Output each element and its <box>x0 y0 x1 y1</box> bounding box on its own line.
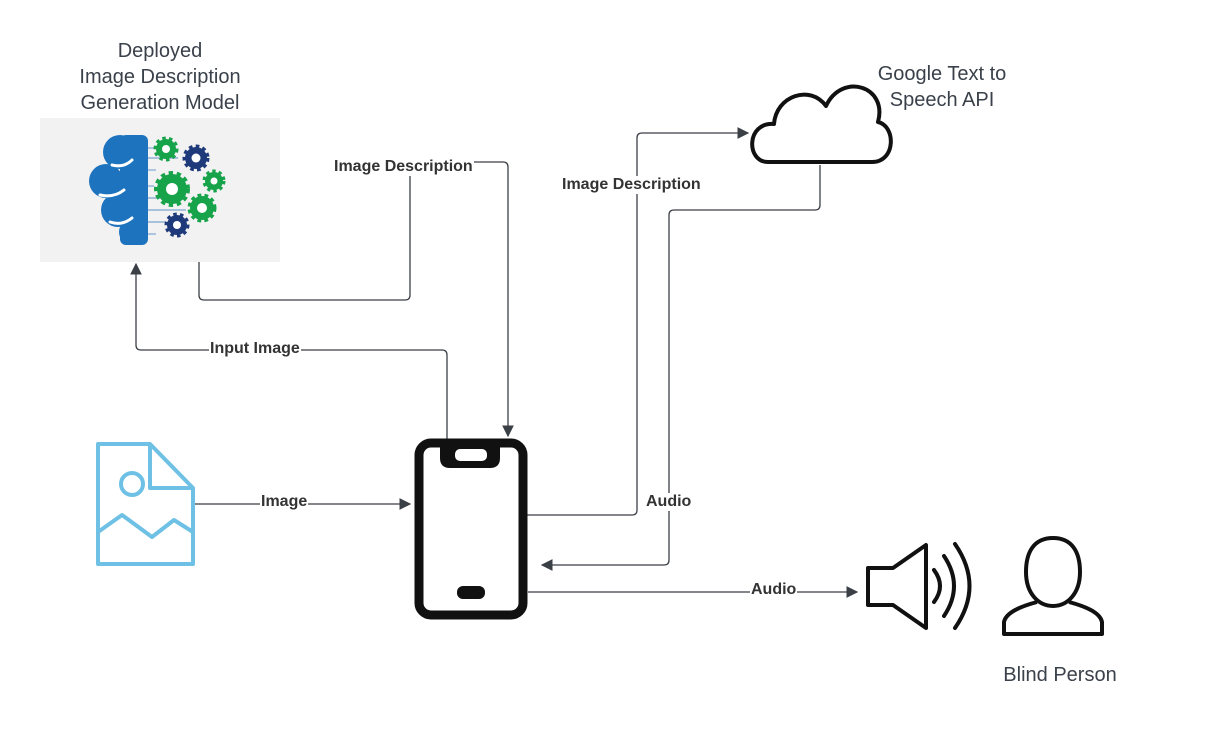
model-title-line: Deployed <box>117 40 203 62</box>
blind-person-label: Blind Person <box>1003 664 1117 686</box>
model-title: Deployed Image Description Generation Mo… <box>40 38 280 116</box>
edge-label-audio-tts: Audio <box>645 493 693 511</box>
edge-phone-to-tts <box>527 127 750 516</box>
edge-model-to-phone <box>198 161 514 438</box>
edge-label-audio-speaker: Audio <box>750 581 798 599</box>
edge-label-image-description-tts: Image Description <box>561 176 702 194</box>
tts-title: Google Text to Speech API <box>852 61 1032 113</box>
tts-title-line: Speech API <box>889 89 995 111</box>
speaker-icon <box>866 542 972 630</box>
smartphone-icon <box>414 438 528 620</box>
image-file-icon <box>96 442 195 566</box>
tts-title-line: Google Text to <box>877 63 1007 85</box>
edge-label-image: Image <box>260 493 309 511</box>
model-title-line: Image Description <box>79 66 241 88</box>
model-title-line: Generation Model <box>80 92 240 114</box>
cloud-icon <box>750 84 893 164</box>
edge-label-input-image: Input Image <box>209 340 301 358</box>
person-icon <box>1002 536 1104 636</box>
edge-tts-to-phone <box>540 165 821 571</box>
edge-label-image-description-model: Image Description <box>333 158 474 176</box>
brain-gears-icon <box>89 135 226 245</box>
